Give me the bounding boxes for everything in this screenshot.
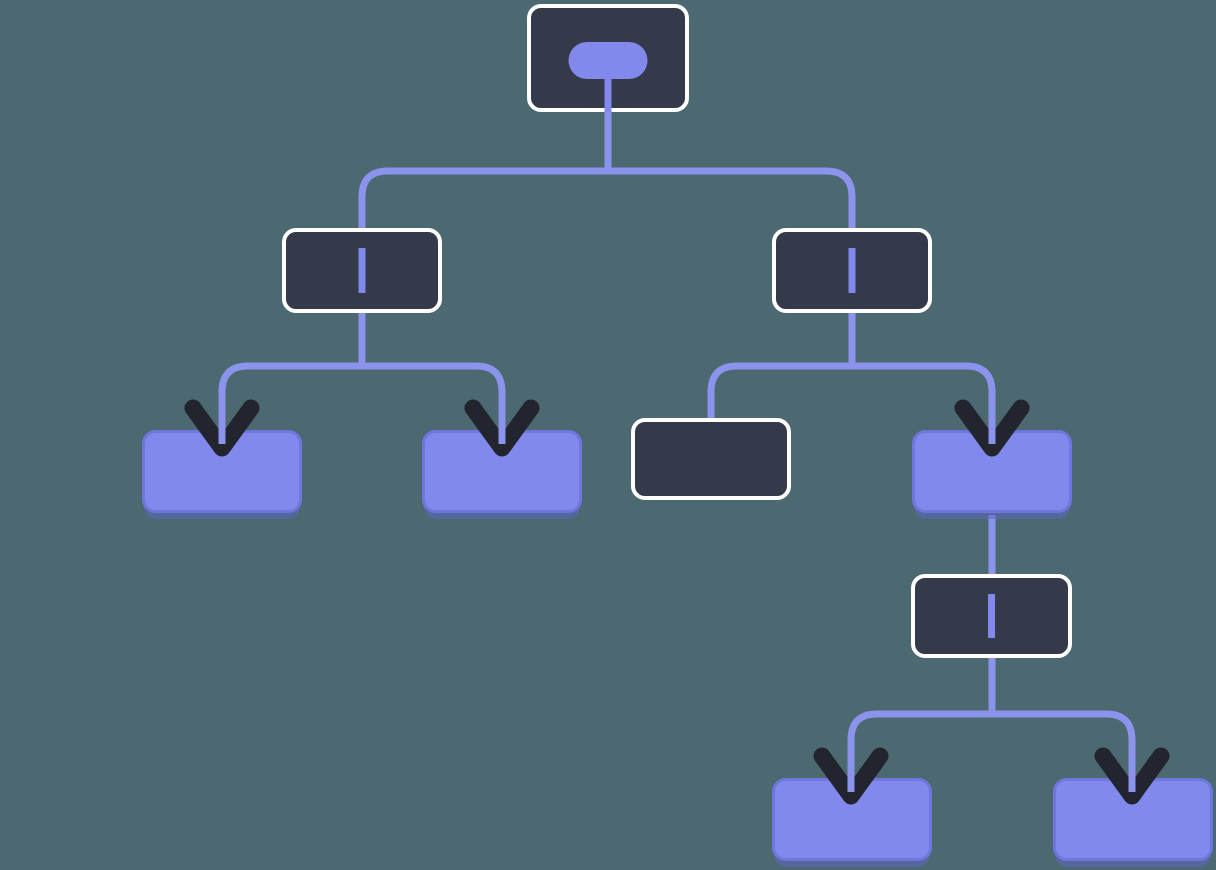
node-layer xyxy=(142,4,1213,868)
node-stem-glyph xyxy=(604,77,612,112)
edge-branch-left-to-leaf-a xyxy=(218,362,362,430)
node-body[interactable] xyxy=(631,418,791,500)
leaf-node-e[interactable] xyxy=(772,778,932,868)
edge-arrowhead-icon xyxy=(464,399,540,457)
edge-branch-left-to-leaf-b xyxy=(362,362,506,430)
node-bar-glyph xyxy=(848,248,856,293)
edge-branch-right-to-node-c xyxy=(707,362,852,418)
node-bar-glyph xyxy=(358,248,366,293)
edge-arrowhead-icon xyxy=(813,747,889,805)
leaf-node-f[interactable] xyxy=(1053,778,1213,868)
edge-arrowhead-icon xyxy=(184,399,260,457)
node-pill-glyph xyxy=(568,42,648,79)
root-node[interactable] xyxy=(527,4,689,112)
branch-node-right[interactable] xyxy=(772,228,932,313)
edge-arrowhead-icon xyxy=(1094,747,1170,805)
edge-branch-lower-to-leaf-e xyxy=(847,710,992,778)
leaf-node-d[interactable] xyxy=(912,430,1072,520)
empty-node-c[interactable] xyxy=(631,418,791,500)
edge-root-to-branch-right xyxy=(608,167,856,228)
edge-arrowhead-icon xyxy=(954,399,1030,457)
node-bar-glyph xyxy=(988,594,995,638)
edge-branch-lower-to-leaf-f xyxy=(992,710,1136,778)
leaf-node-b[interactable] xyxy=(422,430,582,520)
branch-node-lower[interactable] xyxy=(911,574,1072,658)
edge-layer xyxy=(218,112,1136,778)
branch-node-left[interactable] xyxy=(282,228,442,313)
edge-root-to-branch-left xyxy=(358,167,608,228)
arrow-layer xyxy=(184,396,1170,805)
edge-branch-right-to-leaf-d xyxy=(852,362,996,430)
